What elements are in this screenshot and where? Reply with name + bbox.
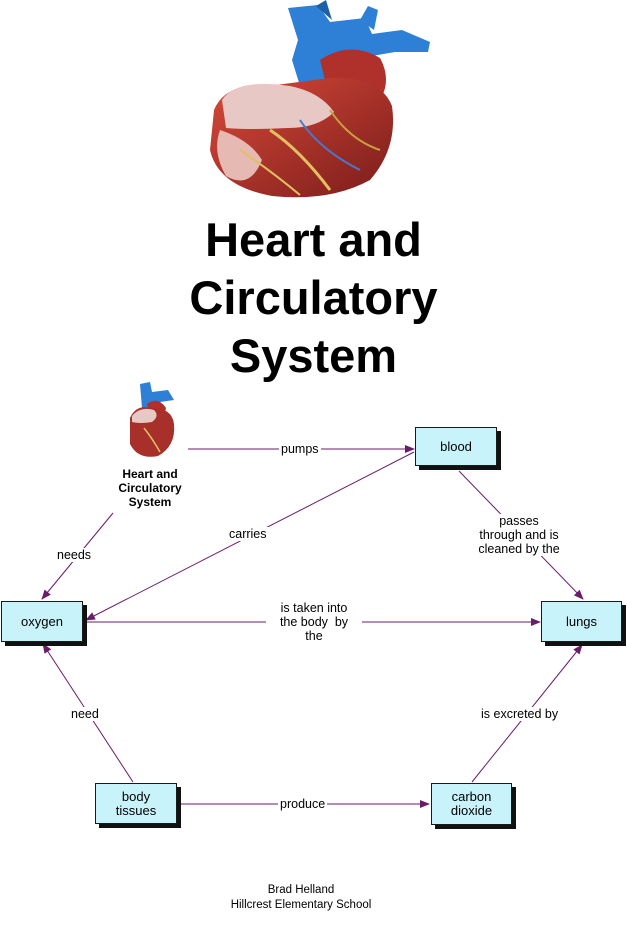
- link-label-passes-line-2: through and is: [479, 528, 559, 542]
- heart-node: Heart and Circulatory System: [100, 467, 200, 509]
- node-oxygen-label: oxygen: [21, 613, 63, 629]
- link-label-taken-line-3: the: [305, 629, 323, 643]
- credit-author: Brad Helland: [267, 884, 335, 896]
- node-body-tissues: body tissues: [95, 783, 177, 824]
- link-label-passes-line-1: passes: [499, 514, 539, 528]
- heart-node-line-1: Heart and: [122, 467, 178, 481]
- node-oxygen: oxygen: [1, 601, 83, 642]
- page-title-line-3: System: [229, 329, 398, 382]
- node-carbon-dioxide-line-1: carbon: [451, 789, 492, 804]
- link-label-carries: carries: [227, 527, 269, 541]
- heart-node-line-2: Circulatory: [118, 481, 182, 495]
- link-label-produce: produce: [278, 797, 328, 811]
- link-label-taken-line-1: is taken into: [280, 601, 348, 615]
- node-carbon-dioxide: carbon dioxide: [431, 783, 512, 825]
- node-blood-label: blood: [440, 438, 472, 454]
- page-title-line-1: Heart and: [205, 213, 422, 266]
- node-carbon-dioxide-line-2: dioxide: [450, 803, 493, 818]
- link-label-taken: is taken into the body by the: [266, 601, 362, 643]
- node-body-tissues-line-1: body: [121, 788, 151, 804]
- node-lungs: lungs: [541, 601, 622, 642]
- node-lungs-label: lungs: [565, 613, 598, 629]
- heart-node-line-3: System: [128, 495, 172, 509]
- page-title-line-2: Circulatory: [189, 271, 438, 324]
- node-body-tissues-line-2: tissues: [115, 802, 157, 818]
- credit-school: Hillcrest Elementary School: [230, 899, 372, 911]
- link-label-passes: passes through and is cleaned by the: [469, 514, 569, 556]
- link-label-need: need: [69, 707, 101, 721]
- link-label-pumps: pumps: [279, 442, 321, 456]
- link-label-needs: needs: [55, 548, 94, 562]
- link-label-taken-line-2: the body by: [279, 615, 349, 629]
- link-label-excreted: is excreted by: [479, 707, 561, 721]
- node-blood: blood: [415, 427, 497, 466]
- link-label-passes-line-3: cleaned by the: [478, 542, 560, 556]
- heart-illustration: [210, 0, 430, 198]
